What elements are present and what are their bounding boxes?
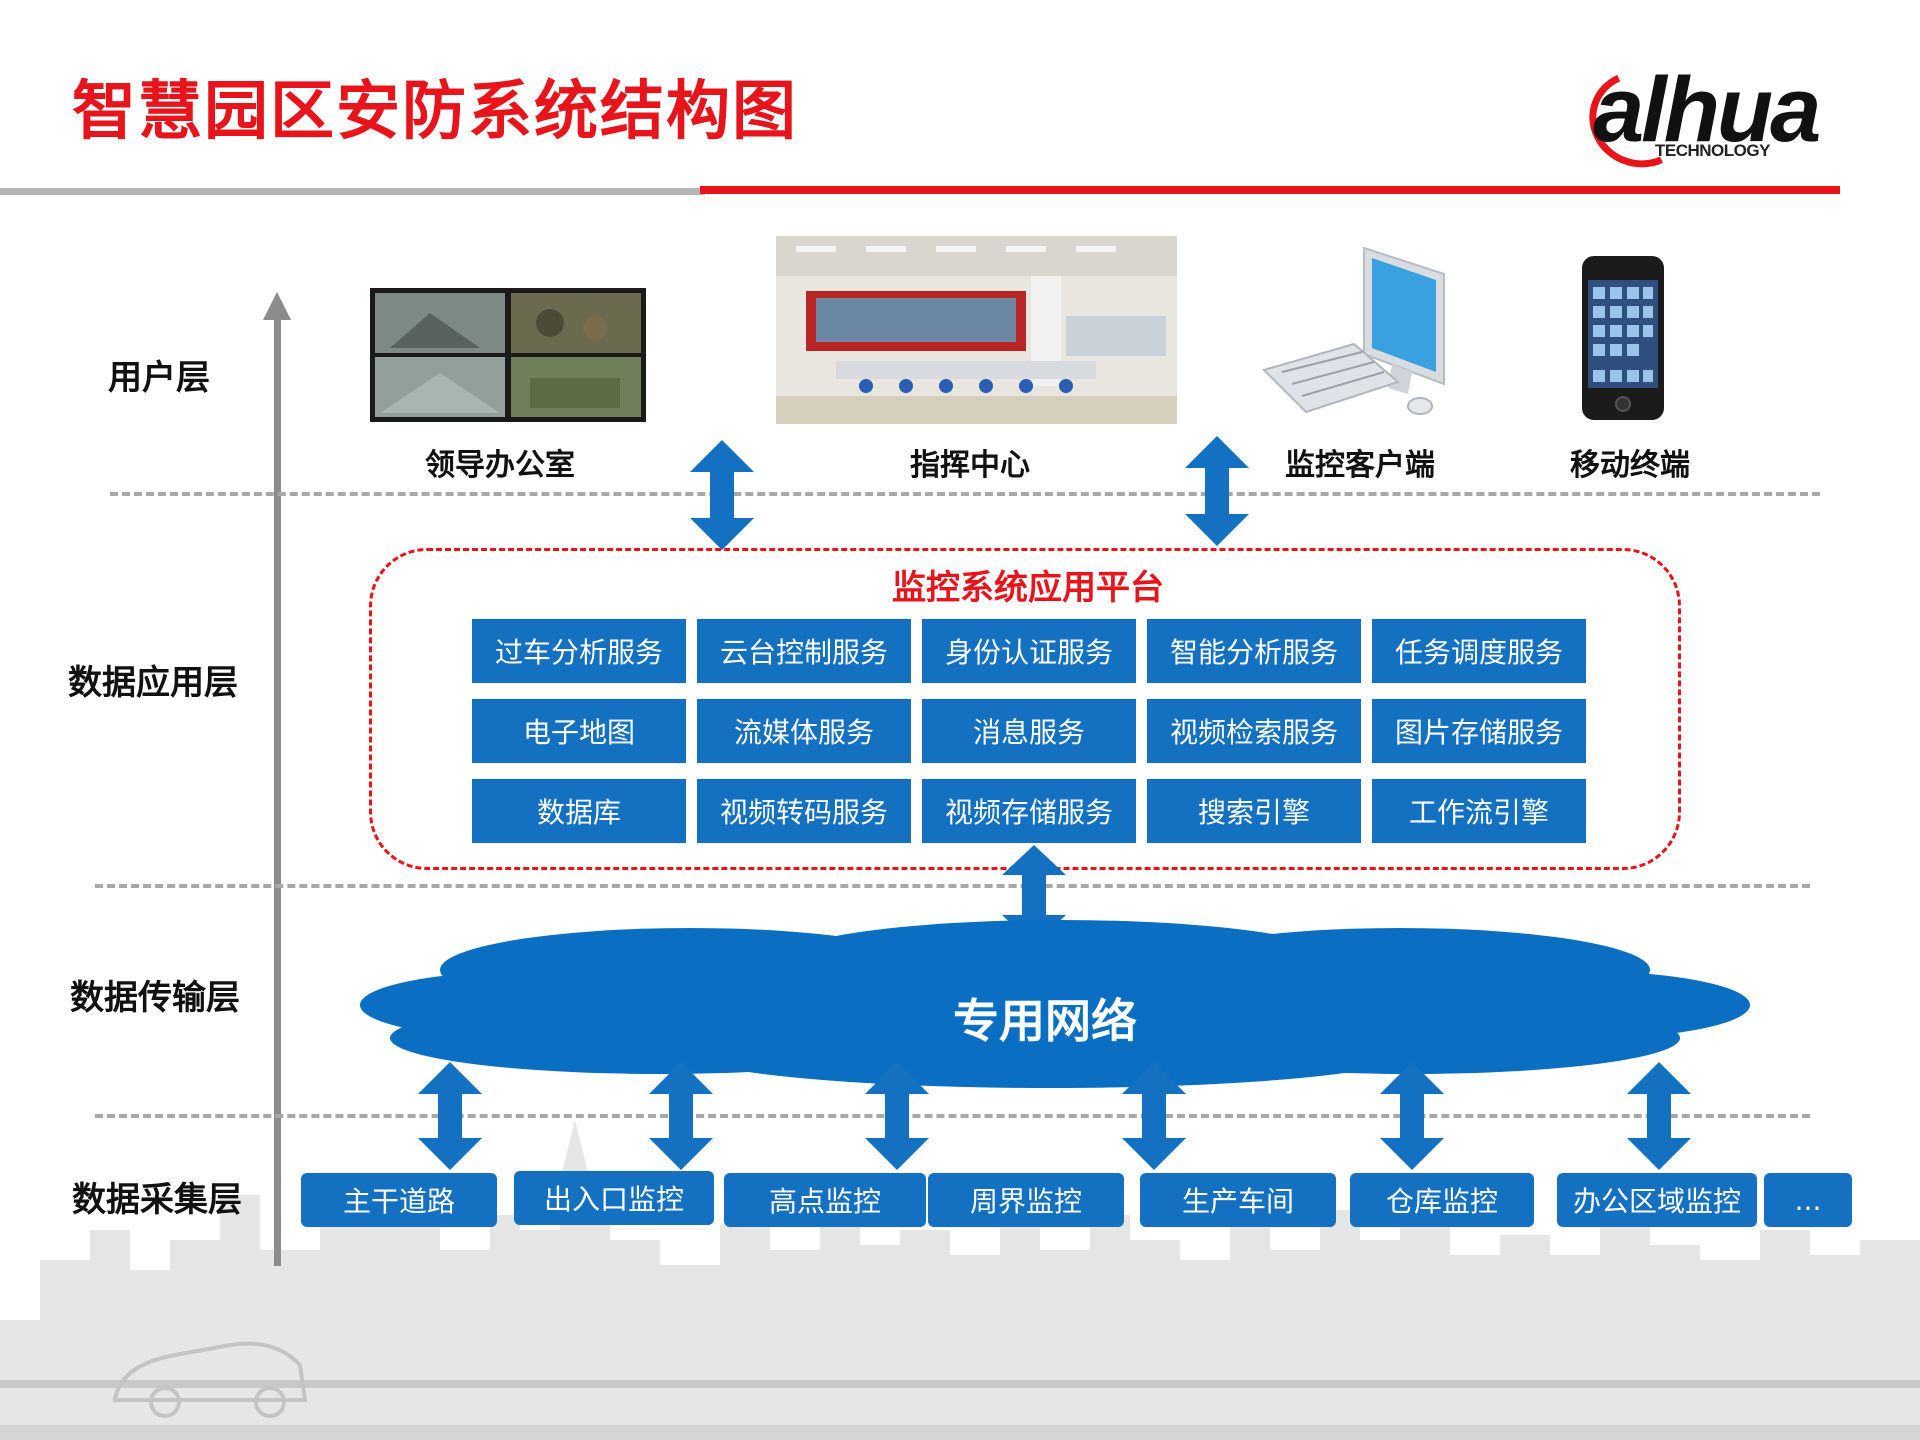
endpoint-label-client: 监控客户端 (1285, 448, 1435, 483)
platform-title: 监控系统应用平台 (892, 568, 1164, 608)
network-cloud-icon (360, 920, 1750, 1088)
bidirectional-arrow-icon (1002, 845, 1066, 945)
bidirectional-arrow-icon (1380, 1062, 1444, 1170)
layer-label-collection: 数据采集层 (72, 1180, 242, 1220)
page-title: 智慧园区安防系统结构图 (72, 75, 798, 149)
source-box: 生产车间 (1140, 1173, 1336, 1227)
bidirectional-arrow-icon (690, 440, 754, 550)
bidirectional-arrow-icon (1122, 1062, 1186, 1170)
endpoint-label-office: 领导办公室 (425, 448, 575, 483)
service-box: 视频转码服务 (697, 779, 911, 843)
source-box: 出入口监控 (514, 1171, 714, 1225)
service-box: 电子地图 (472, 699, 686, 763)
service-box: 图片存储服务 (1372, 699, 1586, 763)
bidirectional-arrow-icon (865, 1062, 929, 1170)
layer-axis-arrow-icon (263, 292, 291, 1266)
source-box-more: ... (1764, 1173, 1852, 1227)
separator-line (95, 884, 1810, 888)
service-box: 流媒体服务 (697, 699, 911, 763)
bidirectional-arrow-icon (649, 1062, 713, 1170)
bidirectional-arrow-icon (1627, 1062, 1691, 1170)
service-box: 视频检索服务 (1147, 699, 1361, 763)
layer-label-transport: 数据传输层 (70, 978, 240, 1018)
separator-line (95, 1114, 1810, 1118)
source-box: 主干道路 (301, 1173, 497, 1227)
service-box: 身份认证服务 (922, 619, 1136, 683)
header-rule-red (700, 186, 1840, 194)
video-wall-image (370, 288, 646, 422)
service-box: 云台控制服务 (697, 619, 911, 683)
service-box: 视频存储服务 (922, 779, 1136, 843)
header-rule-gray (0, 188, 705, 195)
service-box: 过车分析服务 (472, 619, 686, 683)
service-box: 工作流引擎 (1372, 779, 1586, 843)
logo-sub-text: TECHNOLOGY (1655, 141, 1770, 160)
bidirectional-arrow-icon (418, 1062, 482, 1170)
layer-label-application: 数据应用层 (68, 663, 238, 703)
layer-label-user: 用户层 (108, 358, 210, 398)
endpoint-label-command-center: 指挥中心 (910, 448, 1030, 483)
service-box: 任务调度服务 (1372, 619, 1586, 683)
source-box: 周界监控 (928, 1173, 1124, 1227)
service-box: 消息服务 (922, 699, 1136, 763)
bidirectional-arrow-icon (1185, 436, 1249, 546)
endpoint-label-mobile: 移动终端 (1570, 448, 1690, 483)
logo-brand-text: alhua (1593, 59, 1821, 161)
service-box: 搜索引擎 (1147, 779, 1361, 843)
service-box: 智能分析服务 (1147, 619, 1361, 683)
service-box: 数据库 (472, 779, 686, 843)
car-illustration (112, 1341, 308, 1418)
separator-line (110, 492, 1820, 496)
network-label: 专用网络 (953, 994, 1137, 1048)
source-box: 高点监控 (724, 1173, 926, 1227)
command-center-image (776, 236, 1177, 424)
desktop-computer-icon (1262, 246, 1445, 415)
mobile-phone-icon (1582, 256, 1664, 420)
company-logo: alhua TECHNOLOGY (1575, 55, 1845, 182)
source-box: 仓库监控 (1350, 1173, 1534, 1227)
source-box: 办公区域监控 (1557, 1173, 1757, 1227)
